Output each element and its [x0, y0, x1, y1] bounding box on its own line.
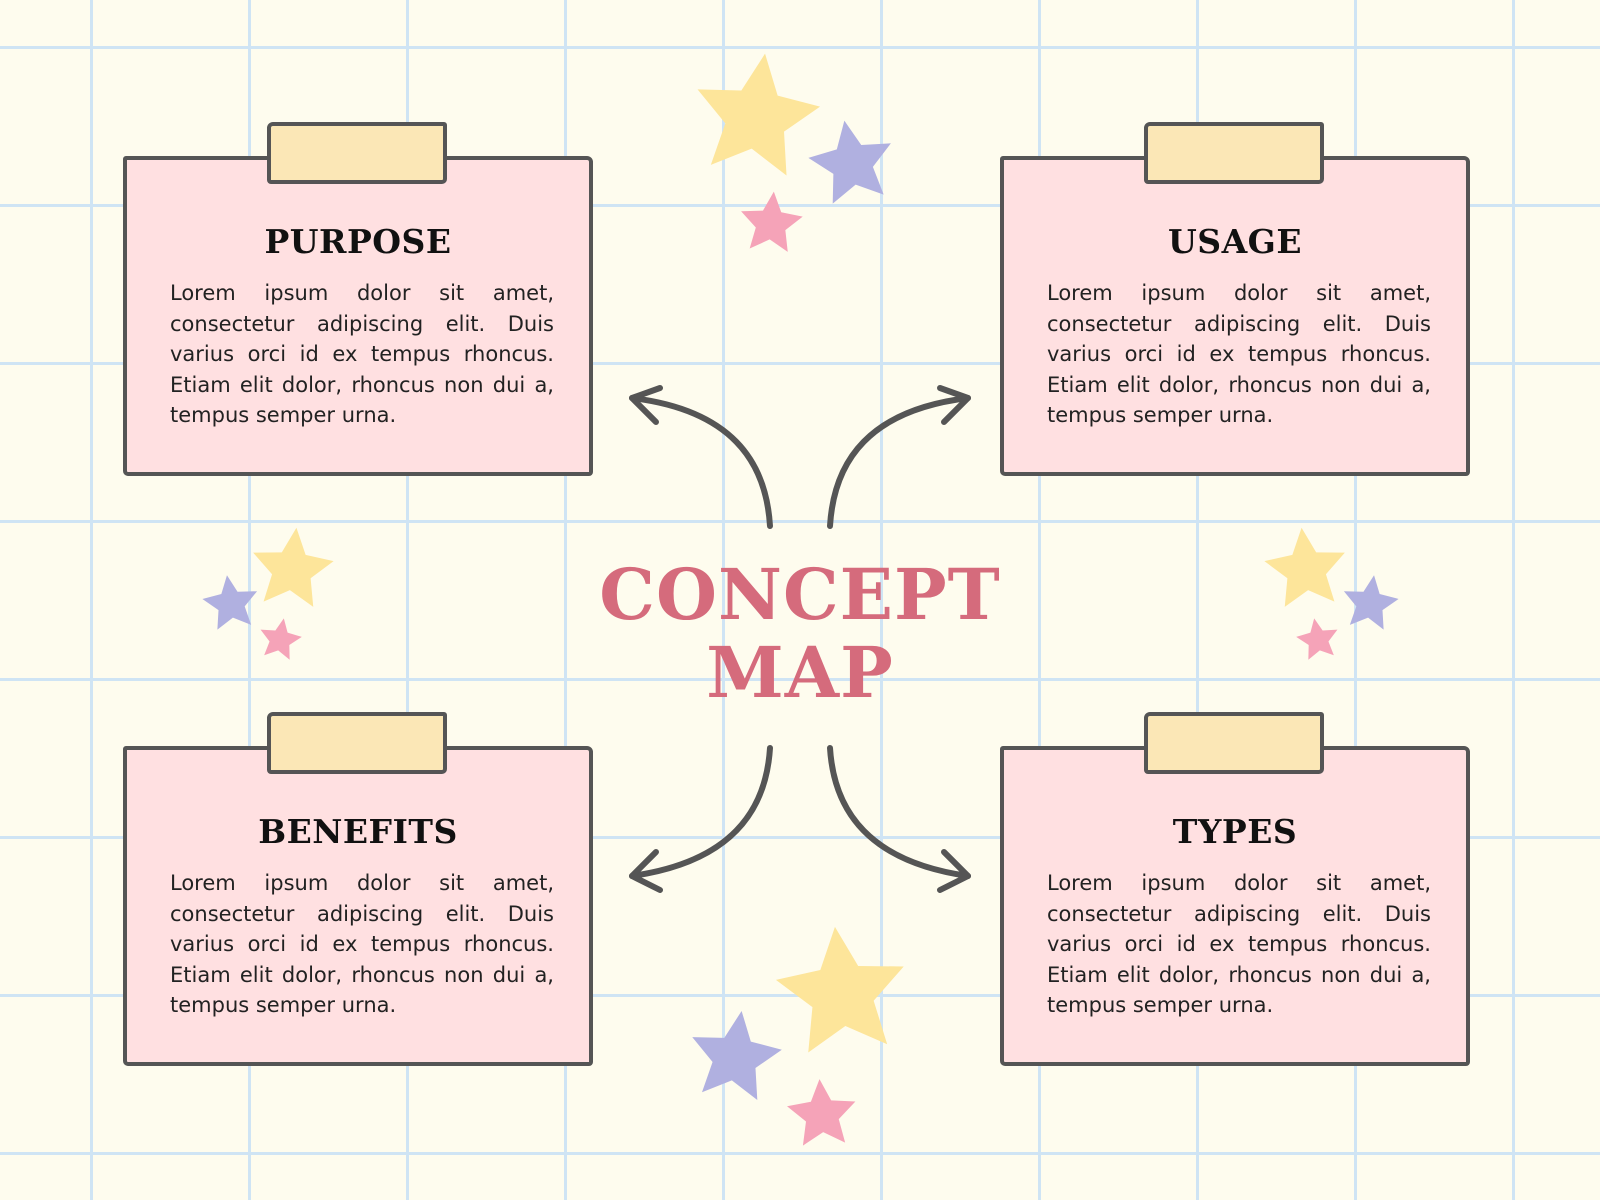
star-cluster-bottom: [684, 920, 912, 1147]
star-yellow-icon: [1261, 523, 1350, 609]
tape-strip: [1144, 712, 1324, 774]
tape-strip: [1144, 122, 1324, 184]
star-pink-icon: [256, 614, 305, 662]
card-title: TYPES: [1172, 812, 1298, 851]
card-title: USAGE: [1167, 222, 1303, 261]
title-line-2: MAP: [706, 631, 894, 714]
card-benefits: BENEFITS Lorem ipsum dolor sit amet, con…: [123, 712, 593, 1066]
card-purpose: PURPOSE Lorem ipsum dolor sit amet, cons…: [123, 122, 593, 476]
star-yellow-icon: [771, 920, 912, 1056]
arrow-to-usage: [827, 385, 971, 529]
star-purple-icon: [1339, 571, 1402, 632]
card-body: Lorem ipsum dolor sit amet, consectetur …: [170, 871, 554, 1017]
card-note: [1000, 746, 1470, 1066]
star-purple-icon: [684, 1004, 787, 1103]
tape-strip: [267, 122, 447, 184]
star-cluster-right: [1261, 523, 1402, 662]
card-body: Lorem ipsum dolor sit amet, consectetur …: [170, 281, 554, 427]
tape-strip: [267, 712, 447, 774]
card-types: TYPES Lorem ipsum dolor sit amet, consec…: [1000, 712, 1470, 1066]
card-note: [123, 746, 593, 1066]
arrow-to-benefits: [629, 745, 773, 893]
title-line-1: CONCEPT: [599, 553, 1001, 636]
star-yellow-icon: [687, 45, 827, 179]
star-pink-icon: [1293, 614, 1342, 662]
star-purple-icon: [199, 571, 262, 632]
star-purple-icon: [803, 113, 900, 207]
concept-map-title: CONCEPT MAP: [560, 556, 1040, 712]
card-title: PURPOSE: [264, 222, 452, 261]
star-yellow-icon: [248, 523, 337, 609]
card-title: BENEFITS: [258, 812, 458, 851]
star-cluster-left: [199, 523, 337, 662]
arrow-to-purpose: [629, 385, 773, 529]
card-note: [1000, 156, 1470, 476]
star-pink-icon: [785, 1076, 859, 1147]
card-body: Lorem ipsum dolor sit amet, consectetur …: [1047, 871, 1431, 1017]
star-cluster-top: [687, 45, 900, 253]
star-pink-icon: [737, 188, 805, 253]
card-usage: USAGE Lorem ipsum dolor sit amet, consec…: [1000, 122, 1470, 476]
card-body: Lorem ipsum dolor sit amet, consectetur …: [1047, 281, 1431, 427]
arrow-to-types: [827, 745, 971, 893]
